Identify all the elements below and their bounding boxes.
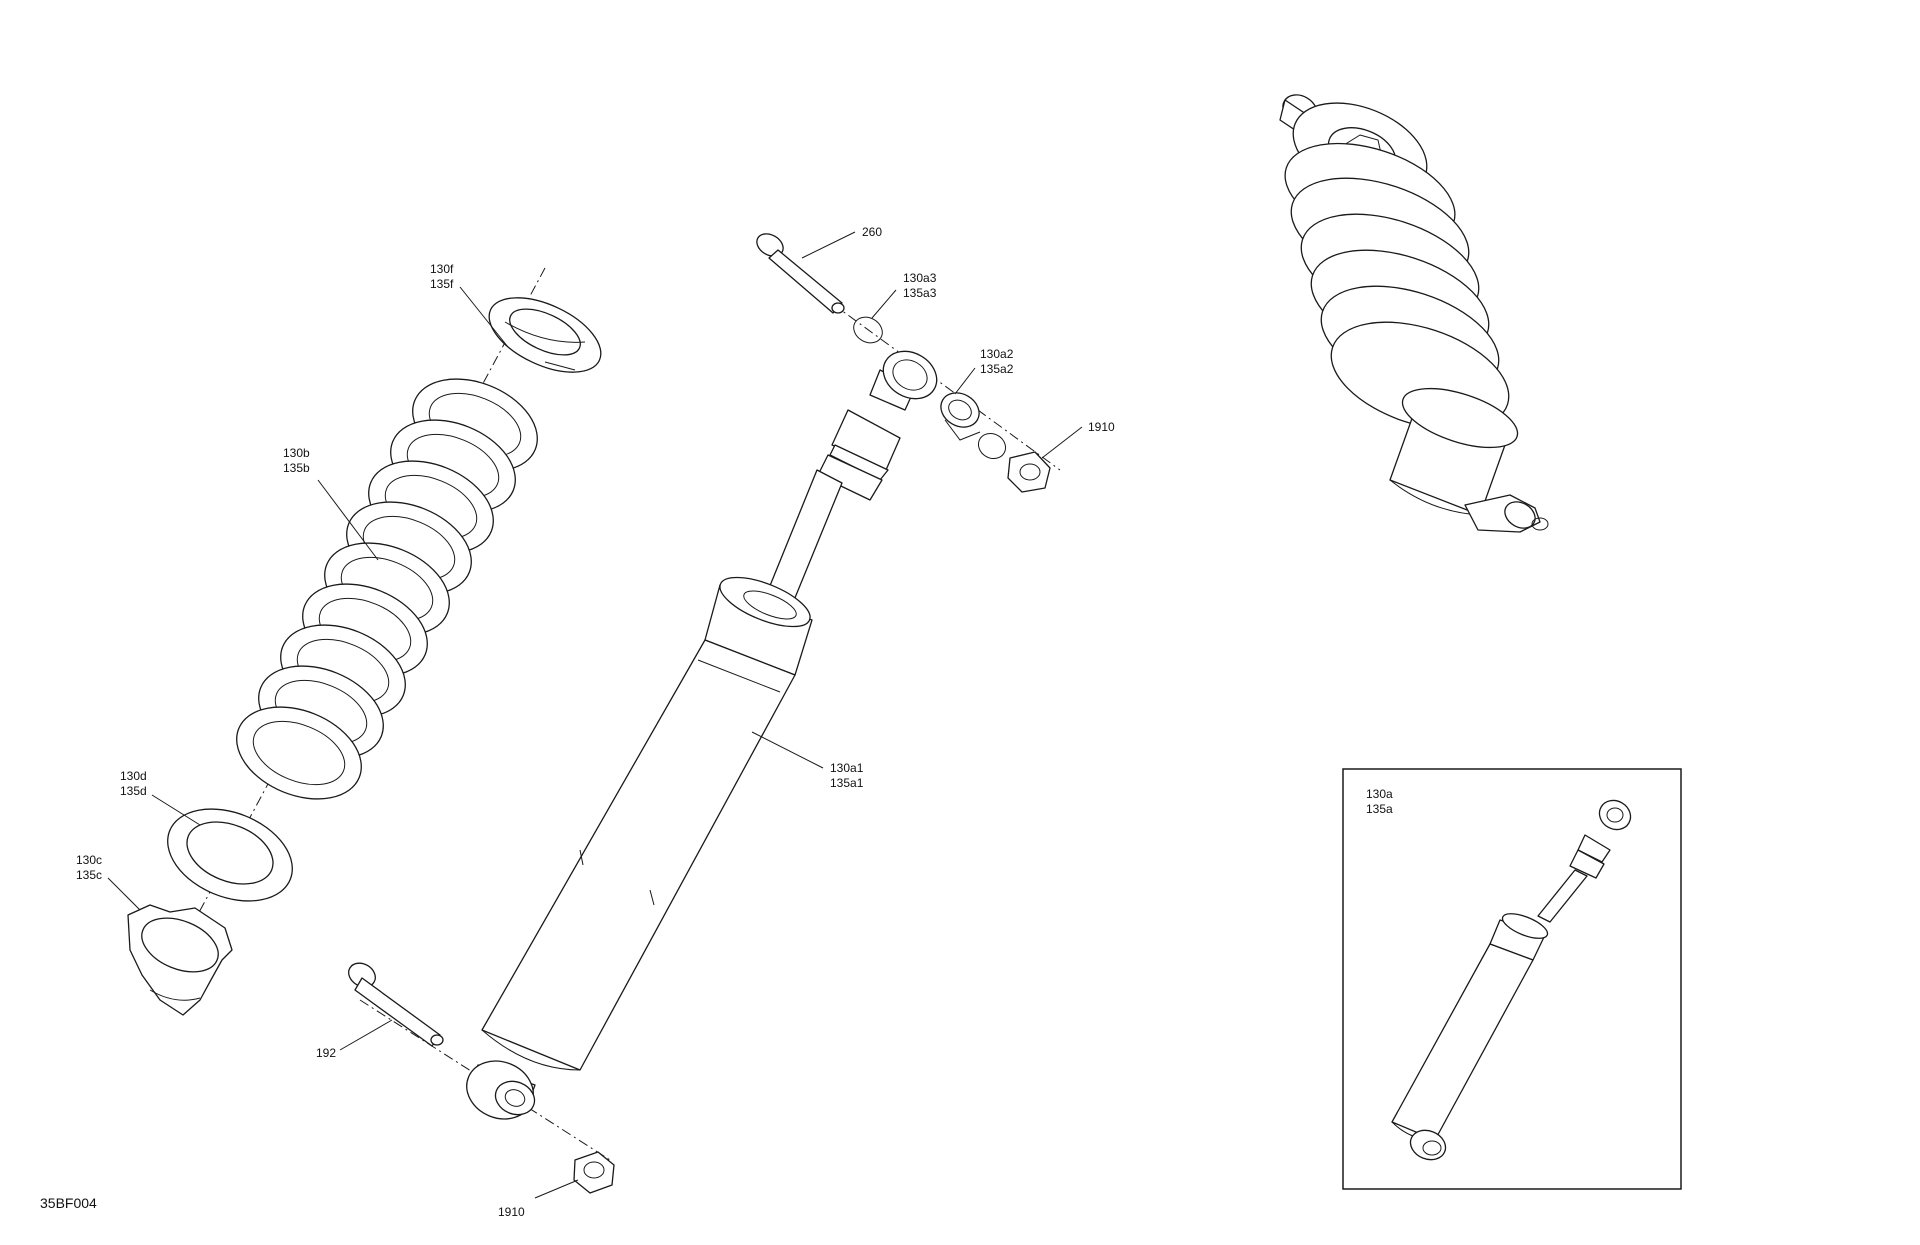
top-bolt: [756, 233, 845, 314]
callout-bolt-bottom: 192: [316, 1046, 336, 1060]
callout-nut-bottom: 1910: [498, 1205, 525, 1219]
callout-ring-top-a: 130a3: [903, 271, 937, 285]
top-nut: [977, 432, 1051, 493]
callout-inset-b: 135a: [1366, 802, 1393, 816]
callout-bushing-b: 135a2: [980, 362, 1014, 376]
coil-spring: [236, 378, 538, 800]
bottom-nut: [573, 1151, 615, 1194]
callout-ring-top-b: 135a3: [903, 286, 937, 300]
callout-shock-b: 135a1: [830, 776, 864, 790]
inset-shock-view: [1391, 799, 1632, 1161]
callout-shock-a: 130a1: [830, 761, 864, 775]
leader-lines: [107, 231, 1083, 1199]
callout-inset-a: 130a: [1366, 787, 1393, 801]
top-snap-ring: [853, 316, 883, 344]
inset-frame: [1342, 768, 1682, 1190]
top-bushing: [940, 392, 981, 441]
spring-seat: [167, 808, 293, 902]
preload-adjuster: [127, 904, 233, 1016]
callout-seat-a: 130d: [120, 769, 147, 783]
callout-adjuster-a: 130c: [76, 853, 102, 867]
drawing-id: 35BF004: [40, 1195, 97, 1211]
callout-retainer-a: 130f: [430, 262, 454, 276]
upper-spring-retainer: [488, 297, 602, 373]
shock-bottom-eye: [466, 1060, 536, 1120]
callout-spring-a: 130b: [283, 446, 310, 460]
assembled-shock-view: [1279, 94, 1549, 533]
callout-spring-b: 135b: [283, 461, 310, 475]
callout-seat-b: 135d: [120, 784, 147, 798]
shock-absorber: [481, 350, 938, 1071]
callout-bushing-a: 130a2: [980, 347, 1014, 361]
callout-nut-top: 1910: [1088, 420, 1115, 434]
callout-adjuster-b: 135c: [76, 868, 102, 882]
callout-bolt-top: 260: [862, 225, 882, 239]
callout-retainer-b: 135f: [430, 277, 454, 291]
bottom-bolt: [348, 962, 444, 1047]
